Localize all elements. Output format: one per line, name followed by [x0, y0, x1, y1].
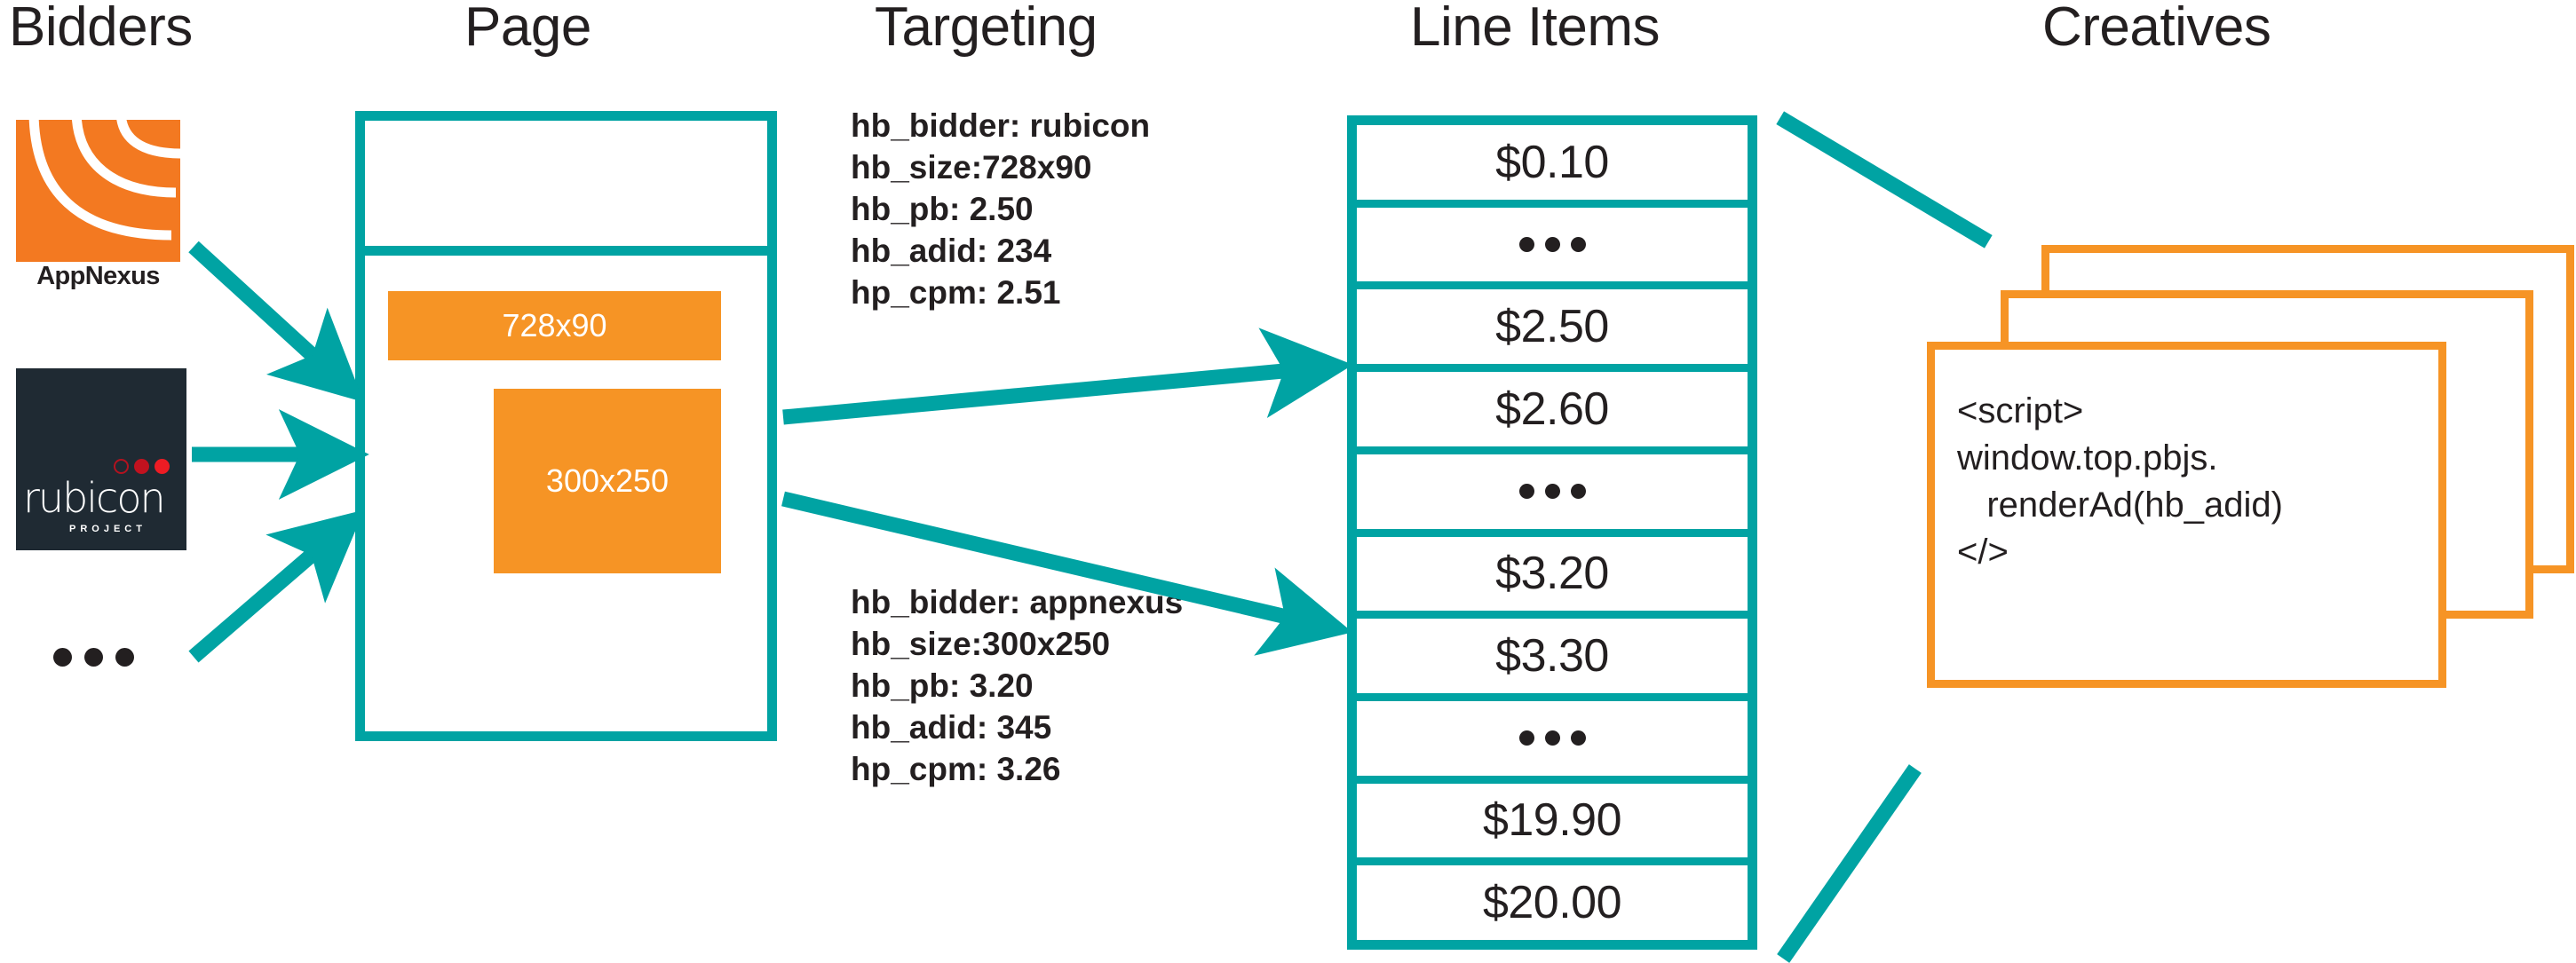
targeting-keyvalues-appnexus: hb_bidder: appnexus hb_size:300x250 hb_p… [851, 584, 1184, 787]
rubicon-dot-1 [114, 459, 129, 474]
line-item-ellipsis-row [1357, 208, 1748, 290]
rubicon-wordmark: rubicon [23, 474, 166, 522]
line-item-row: $0.10 [1357, 125, 1748, 208]
line-items-table: $0.10 $2.50 $2.60 $3.20 $3.30 $19.90 $20.00 [1347, 115, 1757, 950]
ellipsis-dot [1570, 237, 1586, 253]
ellipsis-dot [1544, 730, 1560, 746]
line-item-price: $20.00 [1482, 877, 1622, 929]
ellipsis-dots [1518, 237, 1586, 253]
ellipsis-dots [1518, 484, 1586, 500]
column-title-page: Page [464, 0, 591, 58]
line-item-ellipsis-row [1357, 701, 1748, 784]
line-item-ellipsis-row [1357, 454, 1748, 537]
line-item-price: $19.90 [1482, 794, 1622, 847]
ellipsis-dots [1518, 730, 1586, 746]
ad-slot-mpu: 300x250 [494, 389, 721, 573]
ellipsis-dot [115, 648, 134, 667]
page-header-divider [355, 246, 777, 256]
creative-card-front [1927, 342, 2446, 688]
line-item-price: $3.30 [1495, 630, 1609, 683]
line-item-price: $0.10 [1495, 136, 1609, 188]
creative-script-code: <script> window.top.pbjs. renderAd(hb_ad… [1957, 391, 2283, 572]
line-item-row: $20.00 [1357, 865, 1748, 940]
line-item-price: $2.50 [1495, 301, 1609, 353]
line-item-row: $3.30 [1357, 619, 1748, 701]
ellipsis-dot [1518, 237, 1534, 253]
ellipsis-dot [1544, 237, 1560, 253]
line-item-price: $3.20 [1495, 548, 1609, 600]
line-item-price: $2.60 [1495, 383, 1609, 435]
line-item-row: $2.60 [1357, 372, 1748, 454]
appnexus-wordmark: AppNexus [36, 262, 160, 290]
column-title-bidders: Bidders [9, 0, 193, 58]
ad-slot-leaderboard: 728x90 [388, 291, 721, 360]
rubicon-subwordmark: PROJECT [69, 524, 147, 534]
rubicon-dot-3 [155, 459, 170, 474]
line-item-row: $2.50 [1357, 289, 1748, 373]
appnexus-logo-icon [16, 120, 180, 262]
column-title-targeting: Targeting [875, 0, 1098, 58]
line-lineitems-to-creatives-bottom [1777, 764, 1922, 963]
ellipsis-dot [1518, 484, 1534, 500]
ellipsis-dot [53, 648, 72, 667]
bidders-more-ellipsis [53, 648, 134, 667]
column-title-line-items: Line Items [1410, 0, 1661, 58]
ellipsis-dot [1544, 484, 1560, 500]
ellipsis-dot [1570, 730, 1586, 746]
ellipsis-dot [1518, 730, 1534, 746]
targeting-keyvalues-rubicon: hb_bidder: rubicon hb_size:728x90 hb_pb:… [851, 107, 1151, 311]
column-title-creatives: Creatives [2042, 0, 2271, 58]
arrow-page-to-lineitem-250 [782, 328, 1353, 425]
arrow-appnexus-to-page [188, 241, 364, 403]
line-item-row: $3.20 [1357, 537, 1748, 620]
ellipsis-dot [1570, 484, 1586, 500]
rubicon-dot-2 [134, 459, 149, 474]
line-item-row: $19.90 [1357, 784, 1748, 866]
line-lineitems-to-creatives-top [1776, 111, 1993, 249]
ellipsis-dot [84, 648, 103, 667]
rubicon-project-logo-icon: rubicon PROJECT [16, 368, 186, 550]
arrow-more-to-page [188, 509, 365, 663]
